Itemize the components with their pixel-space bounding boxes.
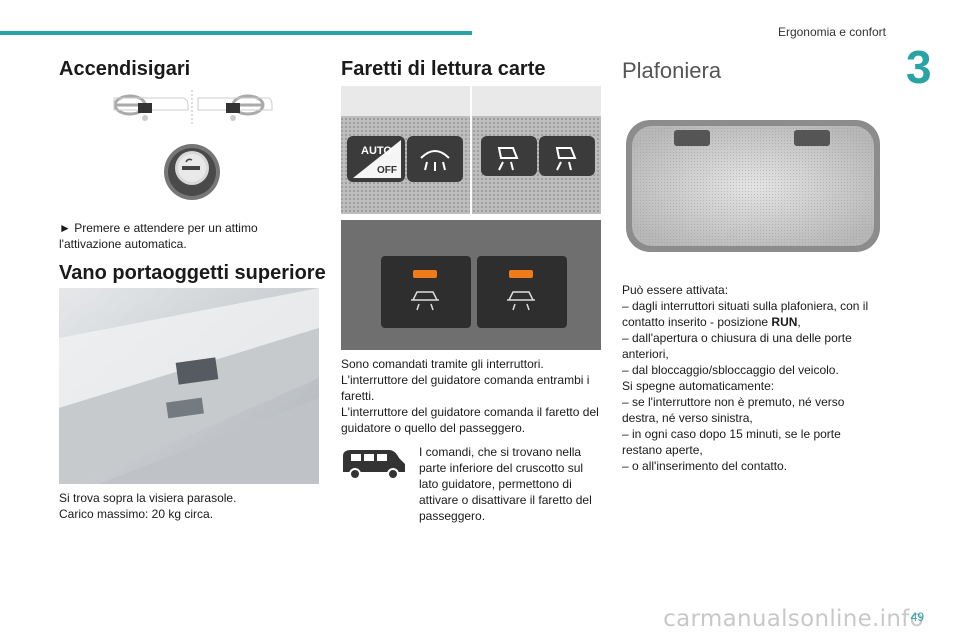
switch-auto-label: AUTO xyxy=(361,145,392,157)
storage-location-text: Si trova sopra la visiera parasole. xyxy=(59,491,237,505)
faretti-para1: Sono comandati tramite gli interruttori. xyxy=(341,357,544,371)
ceiling-light-photo xyxy=(626,120,880,252)
section-title-plafoniera: Plafoniera xyxy=(622,58,722,83)
storage-compartment-photo xyxy=(59,288,319,484)
plafoniera-item2: – dall'apertura o chiusura di una delle … xyxy=(622,331,852,361)
ceiling-switch-right xyxy=(794,130,830,146)
auto-off-switch: AUTO OFF xyxy=(347,136,405,182)
faretti-para2: L'interruttore del guidatore comanda ent… xyxy=(341,373,590,403)
chapter-title: Ergonomia e confort xyxy=(777,25,886,39)
header-accent-bar xyxy=(0,31,472,35)
spot-light-switch-right xyxy=(539,136,595,176)
watermark: carmanualsonline.info xyxy=(663,606,924,632)
lighter-instruction: ► Premere e attendere per un attimo l'at… xyxy=(59,221,258,251)
spot-light-switch-left xyxy=(481,136,537,176)
plafoniera-intro: Può essere attivata: xyxy=(622,283,729,297)
plafoniera-off3: – o all'inserimento del contatto. xyxy=(622,459,788,473)
storage-max-load: Carico massimo: 20 kg circa. xyxy=(59,507,214,521)
reading-lamp-photos: AUTO OFF xyxy=(341,86,601,350)
indicator-led-left xyxy=(413,270,437,278)
van-icon xyxy=(343,450,405,480)
indicator-led-right xyxy=(509,270,533,278)
faretti-note: I comandi, che si trovano nella parte in… xyxy=(419,445,592,523)
chapter-number: 3 xyxy=(906,41,932,93)
steering-wheel-left-icon xyxy=(113,94,189,121)
plafoniera-item1: – dagli interruttori situati sulla plafo… xyxy=(622,299,869,329)
plafoniera-off1: – se l'interruttore non è premuto, né ve… xyxy=(622,395,845,425)
dome-light-switch xyxy=(407,136,463,182)
plafoniera-item3: – dal bloccaggio/sbloccaggio del veicolo… xyxy=(622,363,839,377)
faretti-para3: L'interruttore del guidatore comanda il … xyxy=(341,405,599,435)
switch-off-label: OFF xyxy=(377,165,397,176)
plafoniera-off2: – in ogni caso dopo 15 minuti, se le por… xyxy=(622,427,841,457)
cigarette-lighter-illustration xyxy=(113,90,273,200)
ceiling-switch-left xyxy=(674,130,710,146)
plafoniera-off-intro: Si spegne automaticamente: xyxy=(622,379,775,393)
cigarette-lighter-icon xyxy=(164,144,220,200)
section-title-accendisigari: Accendisigari xyxy=(59,58,191,80)
page-number: 49 xyxy=(910,610,924,624)
steering-wheel-right-icon xyxy=(197,94,273,121)
section-title-vano: Vano portaoggetti superiore xyxy=(59,262,326,284)
section-title-faretti: Faretti di lettura carte xyxy=(341,58,546,80)
